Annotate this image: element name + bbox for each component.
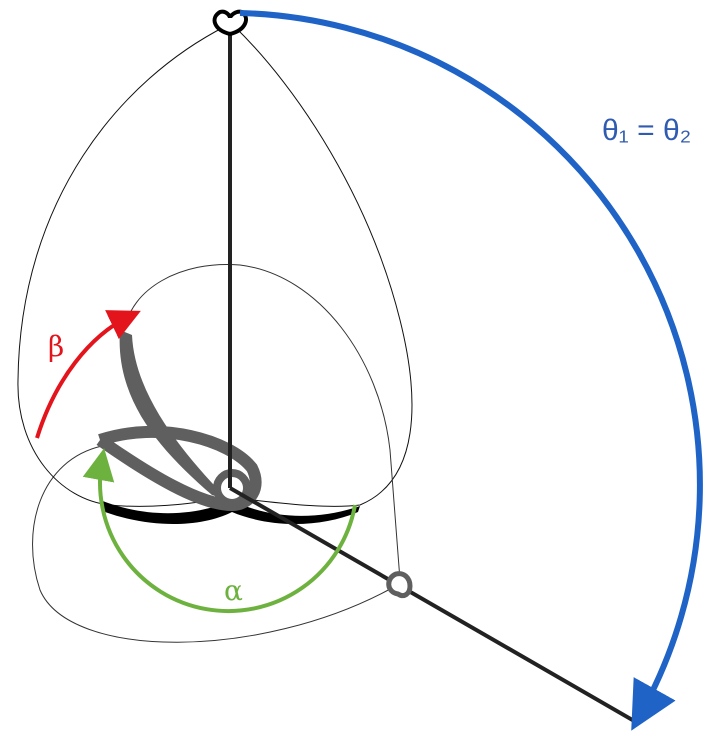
outer-loop [32, 445, 393, 643]
alpha-arc [82, 448, 357, 613]
inner-loop [124, 263, 401, 581]
beta-arc [35, 310, 141, 439]
theta-label: θ₁ = θ₂ [602, 114, 692, 147]
top-knot [212, 9, 248, 37]
gray-loop-band [119, 330, 228, 500]
heart-bottom-band [100, 500, 360, 524]
lower-knot [386, 571, 413, 599]
diagonal-rod [229, 486, 637, 724]
gray-ellipse [96, 425, 262, 512]
heart-curve [17, 25, 413, 507]
theta-arc [239, 10, 703, 731]
alpha-label: α [224, 574, 243, 607]
beta-label: β [48, 330, 65, 363]
